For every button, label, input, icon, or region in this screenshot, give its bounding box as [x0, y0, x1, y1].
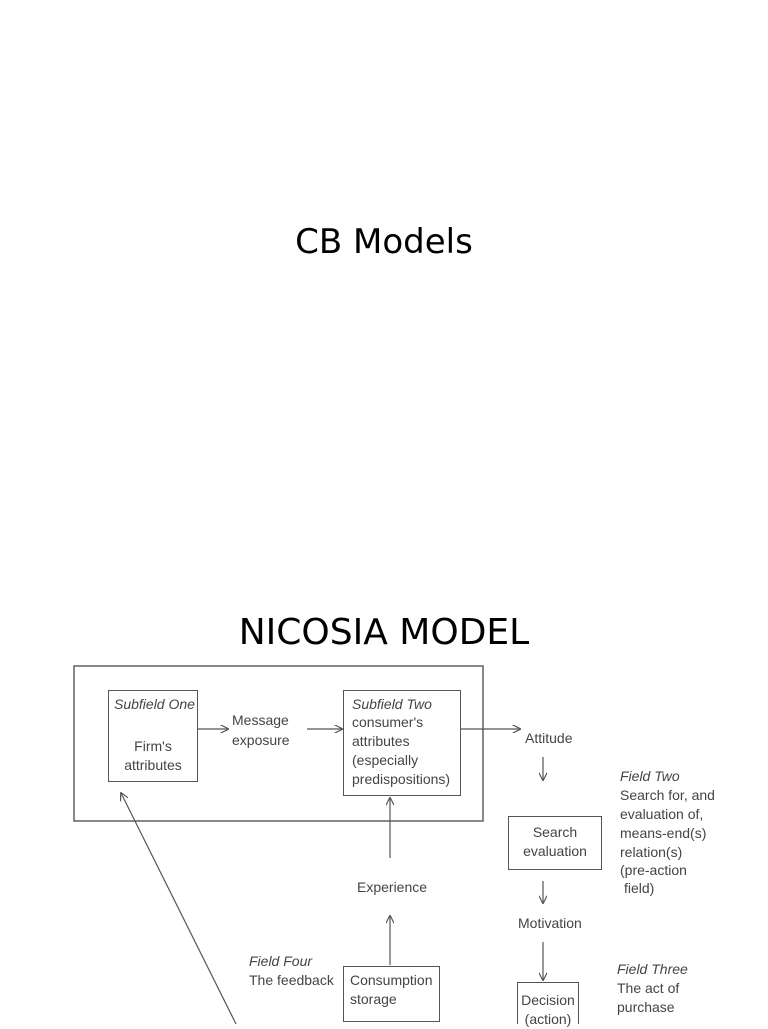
attitude-label: Attitude — [525, 730, 573, 746]
field-one-frame — [73, 665, 484, 822]
decision-line2: (action) — [524, 1011, 572, 1027]
subfield-one-heading: Subfield One — [114, 696, 195, 712]
field-two-line2: evaluation of, — [620, 806, 704, 822]
field-three-heading: Field Three — [617, 961, 688, 977]
field-two-heading: Field Two — [620, 768, 680, 784]
field-two-line1: Search for, and — [620, 787, 715, 803]
consumption-storage-line1: Consumption — [350, 972, 433, 988]
field-three-line1: The act of — [617, 980, 680, 996]
subfield-two-line4: predispositions) — [352, 771, 451, 787]
search-evaluation-box: Search evaluation — [508, 816, 602, 870]
experience-label: Experience — [357, 879, 428, 895]
field-four-line1: The feedback — [249, 972, 334, 988]
consumption-storage-line2: storage — [350, 991, 397, 1007]
field-two-line4: relation(s) — [620, 844, 683, 860]
subfield-one-box: Subfield One Firm's attributes — [108, 690, 198, 782]
subfield-two-line2: attributes — [352, 733, 410, 749]
decision-line1: Decision — [521, 992, 575, 1008]
subfield-two-box: Subfield Two consumer's attributes (espe… — [343, 690, 461, 796]
field-two-line6: field) — [624, 880, 655, 896]
field-four-heading: Field Four — [249, 953, 313, 969]
slide-title: CB Models — [295, 222, 473, 262]
field-two-line5: (pre-action — [620, 862, 687, 878]
message-exposure-line2: exposure — [232, 732, 290, 748]
consumption-storage-box: Consumption storage — [343, 966, 440, 1022]
search-evaluation-line1: Search — [532, 824, 578, 840]
decision-box: Decision (action) — [517, 982, 579, 1027]
subfield-two-heading: Subfield Two — [352, 696, 432, 712]
subfield-two-line1: consumer's — [352, 714, 424, 730]
search-evaluation-line2: evaluation — [523, 843, 587, 859]
model-title: NICOSIA MODEL — [238, 612, 530, 653]
subfield-one-line2: attributes — [124, 757, 182, 773]
motivation-label: Motivation — [518, 915, 582, 931]
message-exposure-line1: Message — [232, 712, 289, 728]
subfield-one-line1: Firm's — [134, 738, 172, 754]
field-two-line3: means-end(s) — [620, 825, 707, 841]
subfield-two-line3: (especially — [352, 752, 419, 768]
field-three-line2: purchase — [617, 999, 675, 1015]
arrow-feedback-to-firm — [121, 793, 237, 1024]
